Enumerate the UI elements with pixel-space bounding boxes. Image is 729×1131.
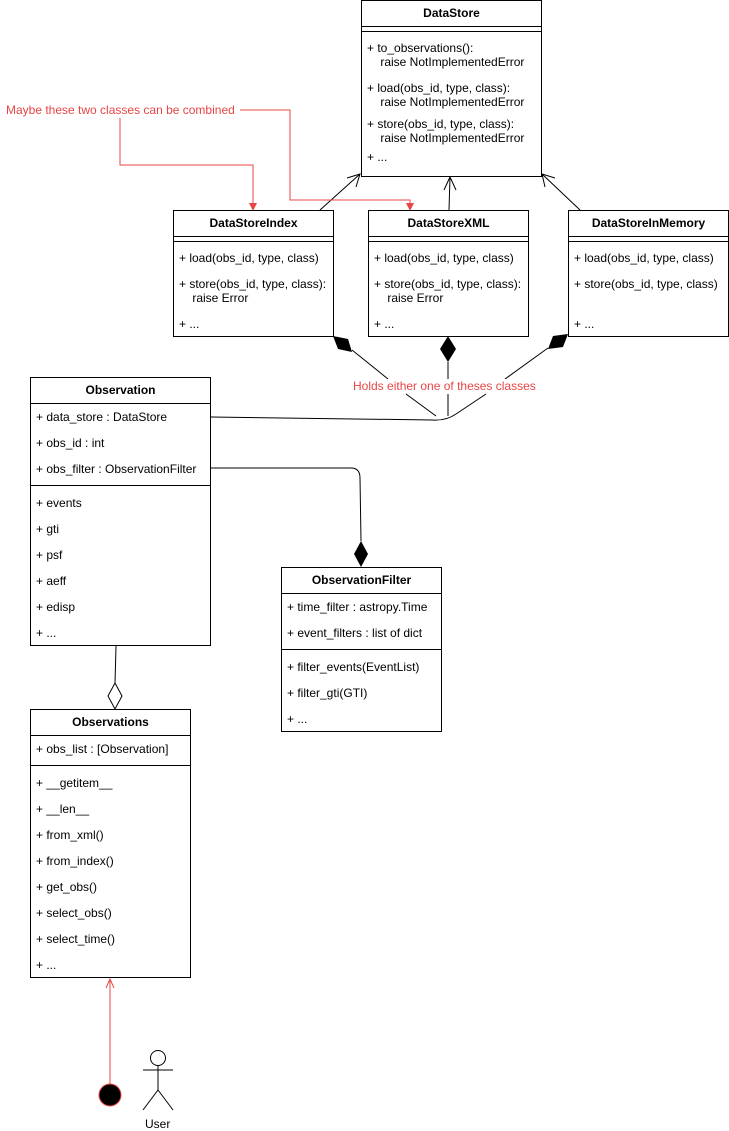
composition-diamond-memory — [548, 334, 568, 349]
composition-diamond-filter — [354, 541, 368, 567]
initial-state-node — [98, 1083, 122, 1107]
method-row: + ... — [367, 150, 388, 164]
method-row: + filter_events(EventList) — [287, 660, 420, 674]
note-connector-index — [119, 118, 254, 206]
method-row: + events — [36, 496, 82, 510]
aggregation-line — [114, 645, 117, 684]
method-row: + store(obs_id, type, class): raise Erro… — [179, 277, 327, 305]
method-row: + to_observations(): raise NotImplemente… — [367, 41, 525, 69]
inheritance-memory-to-datastore — [541, 173, 581, 211]
method-row: + select_obs() — [36, 906, 112, 920]
method-row: + load(obs_id, type, class) — [374, 251, 514, 265]
method-row: + __len__ — [36, 802, 90, 816]
method-section: + filter_events(EventList) + filter_gti(… — [282, 650, 441, 732]
observation-class: Observation + data_store : DataStore + o… — [30, 377, 211, 646]
user-arrowhead — [105, 977, 115, 989]
method-row: + store(obs_id, type, class) — [574, 277, 718, 291]
class-title: Observation — [31, 378, 210, 404]
datastore-index-class: DataStoreIndex + load(obs_id, type, clas… — [173, 210, 334, 337]
attribute-section: + time_filter : astropy.Time + event_fil… — [282, 594, 441, 650]
datastore-class: DataStore + to_observations(): raise Not… — [361, 0, 542, 177]
composition-diamond-xml — [440, 336, 456, 362]
note-arrowhead-index — [249, 203, 257, 211]
method-row: + load(obs_id, type, class) — [179, 251, 319, 265]
method-row: + from_xml() — [36, 828, 104, 842]
inheritance-xml-to-datastore — [443, 175, 457, 211]
aggregation-diamond — [107, 681, 123, 711]
method-row: + filter_gti(GTI) — [287, 686, 368, 700]
method-row: + __getitem__ — [36, 776, 113, 790]
datastore-xml-class: DataStoreXML + load(obs_id, type, class)… — [368, 210, 529, 337]
note-connector-xml — [240, 109, 411, 206]
class-title: DataStoreIndex — [174, 211, 333, 237]
attribute-row: + time_filter : astropy.Time — [287, 600, 428, 614]
method-row: + load(obs_id, type, class) — [574, 251, 714, 265]
attribute-row: + obs_id : int — [36, 436, 105, 450]
method-row: + aeff — [36, 574, 67, 588]
note-combine-classes: Maybe these two classes can be combined — [6, 103, 235, 117]
obs-filter-link — [211, 467, 362, 542]
method-row: + ... — [36, 958, 57, 972]
method-row: + ... — [287, 712, 308, 726]
method-row: + get_obs() — [36, 880, 98, 894]
method-row: + gti — [36, 522, 60, 536]
attribute-row: + obs_list : [Observation] — [36, 742, 169, 756]
data-store-attribute-link — [210, 413, 457, 421]
method-row: + store(obs_id, type, class): raise NotI… — [367, 117, 525, 145]
method-row: + select_time() — [36, 932, 116, 946]
class-title: ObservationFilter — [282, 568, 441, 594]
method-row: + ... — [374, 317, 395, 331]
note-arrowhead-xml — [406, 203, 414, 211]
method-row: + ... — [36, 626, 57, 640]
attribute-section: + data_store : DataStore + obs_id : int … — [31, 404, 210, 486]
user-actor — [142, 1050, 174, 1111]
method-row: + psf — [36, 548, 63, 562]
datastore-memory-class: DataStoreInMemory + load(obs_id, type, c… — [568, 210, 729, 337]
attribute-row: + event_filters : list of dict — [287, 626, 423, 640]
method-row: + from_index() — [36, 854, 114, 868]
note-holds-either: Holds either one of theses classes — [353, 379, 536, 393]
method-row: + store(obs_id, type, class): raise Erro… — [374, 277, 522, 305]
attribute-section: + obs_list : [Observation] — [31, 736, 190, 766]
observations-class: Observations + obs_list : [Observation] … — [30, 709, 191, 978]
user-actor-label: User — [145, 1117, 171, 1131]
method-section: + events + gti + psf + aeff + edisp + ..… — [31, 486, 210, 646]
method-section: + __getitem__ + __len__ + from_xml() + f… — [31, 766, 190, 978]
attribute-row: + obs_filter : ObservationFilter — [36, 462, 197, 476]
class-title: DataStoreXML — [369, 211, 528, 237]
composition-index-line — [351, 349, 437, 417]
class-title: Observations — [31, 710, 190, 736]
observation-filter-class: ObservationFilter + time_filter : astrop… — [281, 567, 442, 732]
inheritance-index-to-datastore — [319, 173, 361, 211]
class-title: DataStore — [362, 1, 541, 27]
method-row: + load(obs_id, type, class): raise NotIm… — [367, 81, 525, 109]
method-row: + ... — [574, 317, 595, 331]
attribute-row: + data_store : DataStore — [36, 410, 168, 424]
composition-memory-line — [455, 347, 549, 415]
method-row: + edisp — [36, 600, 76, 614]
class-title: DataStoreInMemory — [569, 211, 728, 237]
method-row: + ... — [179, 317, 200, 331]
composition-diamond-index — [333, 336, 352, 352]
